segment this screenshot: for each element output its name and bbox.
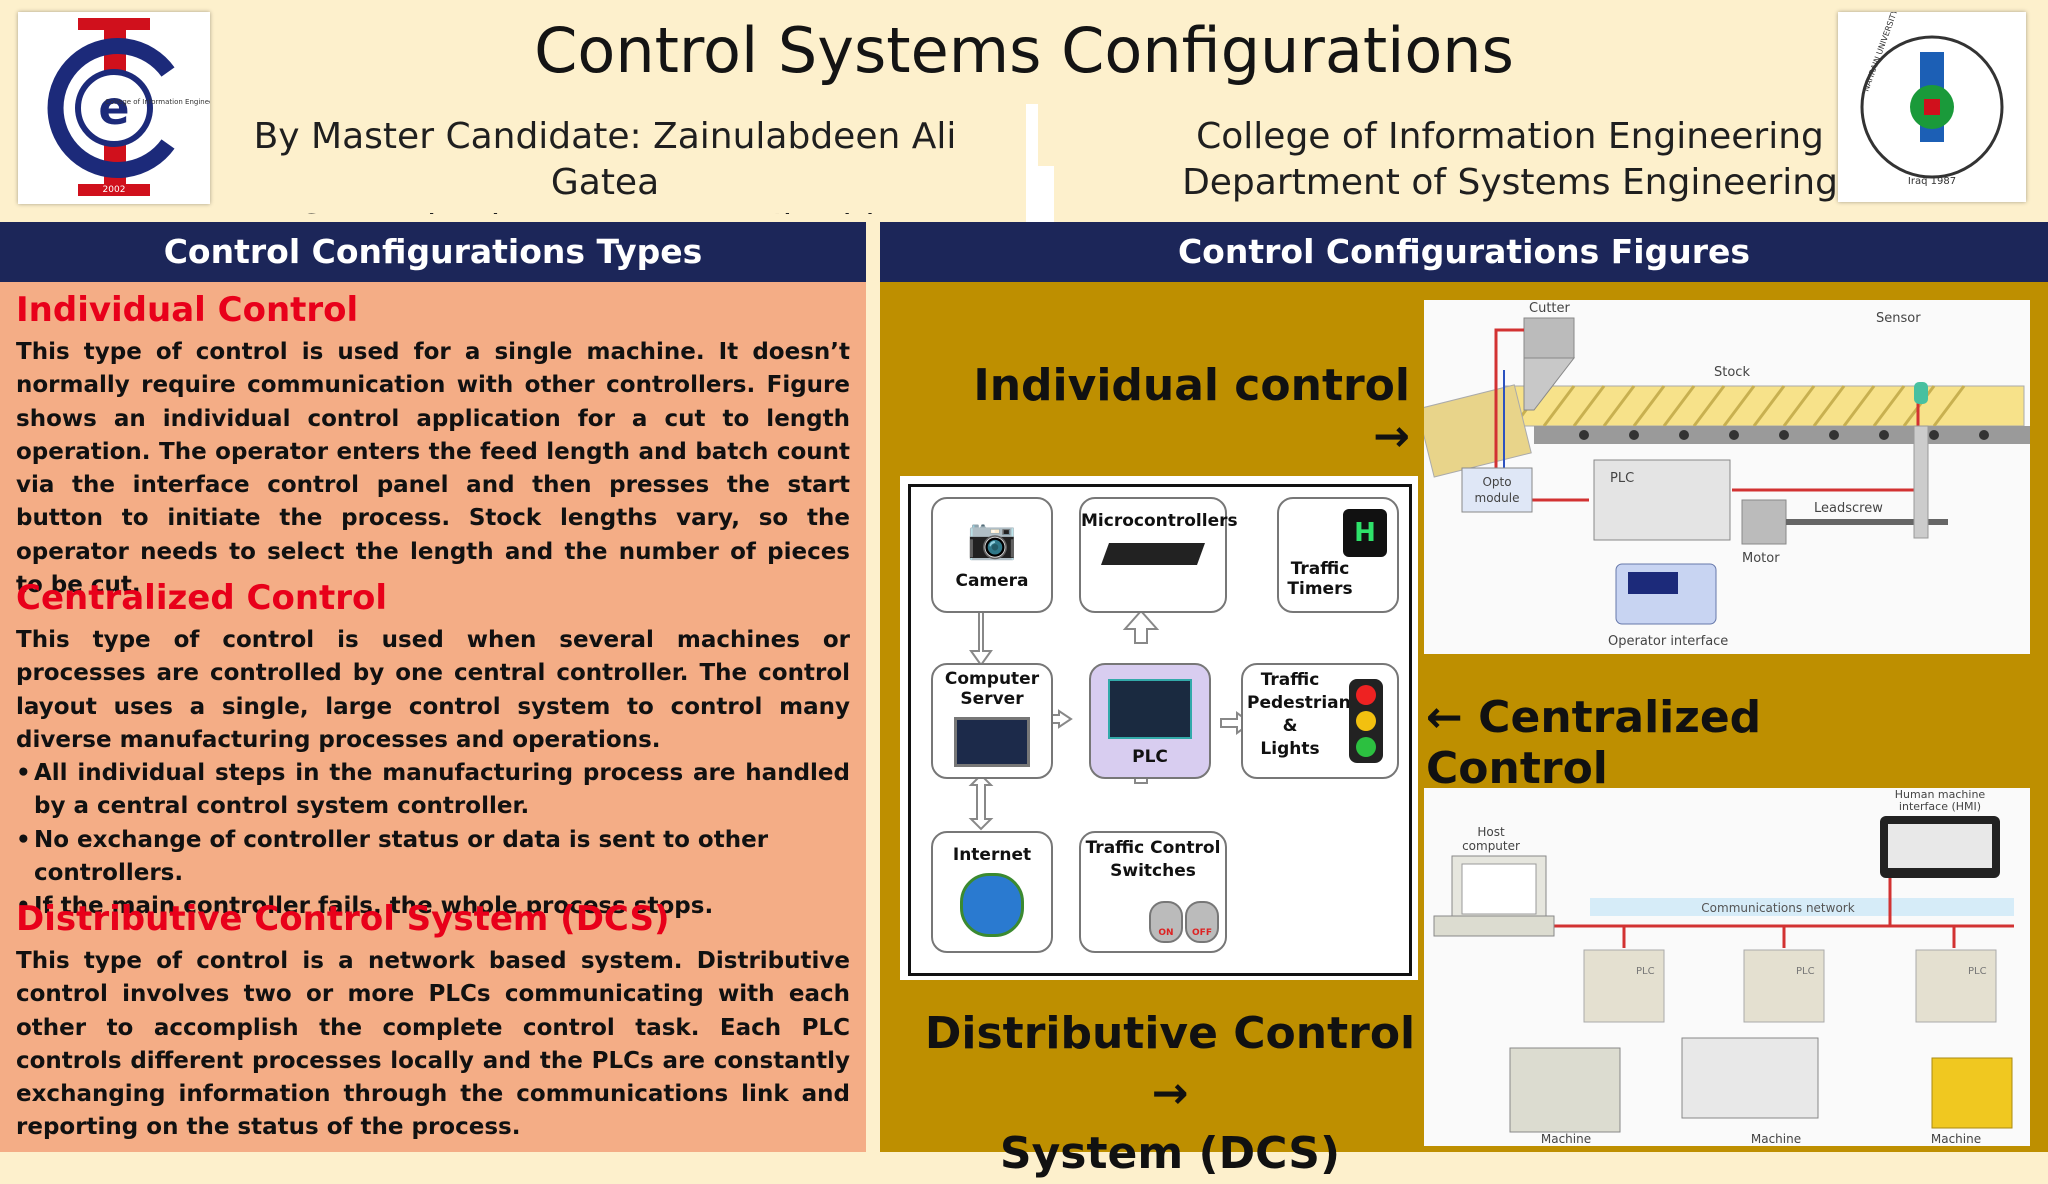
dcs-label: Distributive Control → System (DCS)	[920, 1004, 1420, 1184]
camera-icon: 📷	[967, 516, 1017, 562]
author-line-2: Gatea	[550, 162, 660, 203]
svg-text:Opto: Opto	[1482, 475, 1511, 489]
bullet-icon: •	[16, 760, 31, 786]
svg-text:Machine: Machine	[1751, 1132, 1801, 1146]
svg-text:Machine: Machine	[1931, 1132, 1981, 1146]
plc-icon	[1108, 679, 1192, 739]
individual-control-figure: Cutter Sensor Stock Opto module PLC Lead…	[1416, 300, 2030, 654]
svg-text:Human machine: Human machine	[1895, 788, 1986, 801]
svg-text:PLC: PLC	[1968, 966, 1987, 977]
college-logo: e College of Information Engineering 200…	[18, 12, 227, 204]
poster-title: Control Systems Configurations	[534, 14, 1514, 87]
individual-control-heading: Individual Control	[16, 290, 359, 330]
switch-off-icon: OFF	[1185, 901, 1219, 943]
dcs-heading: Distributive Control System (DCS)	[16, 899, 670, 939]
traffic-light-icon	[1349, 679, 1383, 763]
svg-text:module: module	[1475, 491, 1520, 505]
svg-text:PLC: PLC	[1796, 966, 1815, 977]
svg-text:Stock: Stock	[1714, 365, 1750, 380]
traffic-timers-node: H Traffic Timers	[1277, 497, 1399, 613]
right-banner: Control Configurations Figures	[880, 222, 2048, 282]
computer-icon	[954, 717, 1030, 767]
author-line-1: By Master Candidate: Zainulabdeen Ali	[253, 116, 957, 157]
individual-control-label: Individual control →	[973, 360, 1410, 462]
panel-divider	[866, 222, 880, 1152]
plc-node: PLC	[1089, 663, 1211, 779]
bullet-item: • All individual steps in the manufactur…	[16, 757, 850, 824]
svg-text:2002: 2002	[103, 185, 126, 195]
microchip-icon	[1100, 543, 1206, 565]
svg-text:Communications network: Communications network	[1701, 901, 1854, 915]
dcs-text: This type of control is a network based …	[16, 948, 850, 1141]
bullet-item: • If the main controller fails, the whol…	[16, 890, 850, 923]
author-line-3: Supervised By: Dr. Azzam Ibrahim Majeed	[230, 206, 980, 214]
centralized-control-text: This type of control is used when severa…	[16, 627, 850, 753]
svg-text:PLC: PLC	[1636, 966, 1655, 977]
dcs-label-line-2: System (DCS)	[999, 1128, 1341, 1179]
individual-control-text: This type of control is used for a singl…	[16, 339, 850, 599]
camera-node: 📷 Camera	[931, 497, 1053, 613]
svg-text:Host: Host	[1477, 825, 1505, 839]
header-divider-bar-2	[1026, 166, 1054, 222]
svg-text:computer: computer	[1462, 839, 1520, 853]
left-panel	[0, 282, 866, 1152]
internet-node: Internet	[931, 831, 1053, 953]
college-line-2: Department of Systems Engineering	[1182, 162, 1838, 203]
university-logo: Iraq 1987 NAHRAIN UNIVERSITY	[1838, 8, 2026, 202]
traffic-timers-label: Traffic Timers	[1287, 559, 1353, 599]
microcontrollers-node: Microcontrollers	[1079, 497, 1238, 613]
computer-server-label: Computer Server	[944, 669, 1040, 709]
svg-text:Operator interface: Operator interface	[1608, 634, 1728, 649]
centralized-control-heading: Centralized Control	[16, 578, 388, 618]
college-line-1: College of Information Engineering	[1196, 116, 1824, 157]
svg-text:Cutter: Cutter	[1529, 301, 1571, 316]
svg-text:Sensor: Sensor	[1876, 311, 1921, 326]
svg-text:interface (HMI): interface (HMI)	[1899, 800, 1981, 813]
poster-header: Control Systems Configurations By Master…	[0, 0, 2048, 222]
bullet-icon: •	[16, 826, 31, 853]
dcs-figure: Host computer Human machine interface (H…	[1424, 788, 2030, 1146]
switch-on-icon: ON	[1149, 901, 1183, 943]
bullet-item: • No exchange of controller status or da…	[16, 824, 850, 891]
centralized-bullet: • All individual steps in the manufactur…	[16, 757, 850, 923]
svg-text:Iraq 1987: Iraq 1987	[1908, 176, 1956, 187]
bullet-icon: •	[16, 893, 31, 920]
svg-text:e: e	[98, 81, 129, 135]
globe-icon	[960, 873, 1024, 937]
diagram-frame: 📷 Camera Microcontrollers H Traffic Time…	[908, 484, 1412, 976]
traffic-lights-node: Traffic Pedestrian & Lights	[1241, 663, 1399, 779]
svg-text:Machine: Machine	[1541, 1132, 1591, 1146]
traffic-switches-label: Traffic Control Switches	[1085, 838, 1221, 881]
svg-text:NAHRAIN UNIVERSITY: NAHRAIN UNIVERSITY	[1861, 12, 1899, 93]
timer-display-icon: H	[1343, 509, 1387, 557]
college-block: College of Information Engineering Depar…	[1160, 114, 1860, 206]
left-banner: Control Configurations Types	[0, 222, 866, 282]
svg-text:Motor: Motor	[1742, 551, 1780, 566]
computer-server-node: Computer Server	[931, 663, 1053, 779]
svg-text:Leadscrew: Leadscrew	[1814, 501, 1883, 516]
centralized-control-figure: 📷 Camera Microcontrollers H Traffic Time…	[900, 476, 1418, 980]
svg-text:PLC: PLC	[1610, 471, 1634, 486]
dcs-label-line-1: Distributive Control →	[924, 1008, 1416, 1119]
traffic-switches-node: Traffic Control Switches ON OFF	[1079, 831, 1227, 953]
svg-text:College of Information Enginee: College of Information Engineering	[105, 98, 210, 106]
header-divider-bar	[1026, 104, 1038, 166]
centralized-control-label: ← Centralized Control	[1426, 692, 1762, 794]
author-block: By Master Candidate: Zainulabdeen Ali Ga…	[230, 114, 980, 214]
traffic-lights-label: Traffic Pedestrian & Lights	[1247, 670, 1351, 759]
